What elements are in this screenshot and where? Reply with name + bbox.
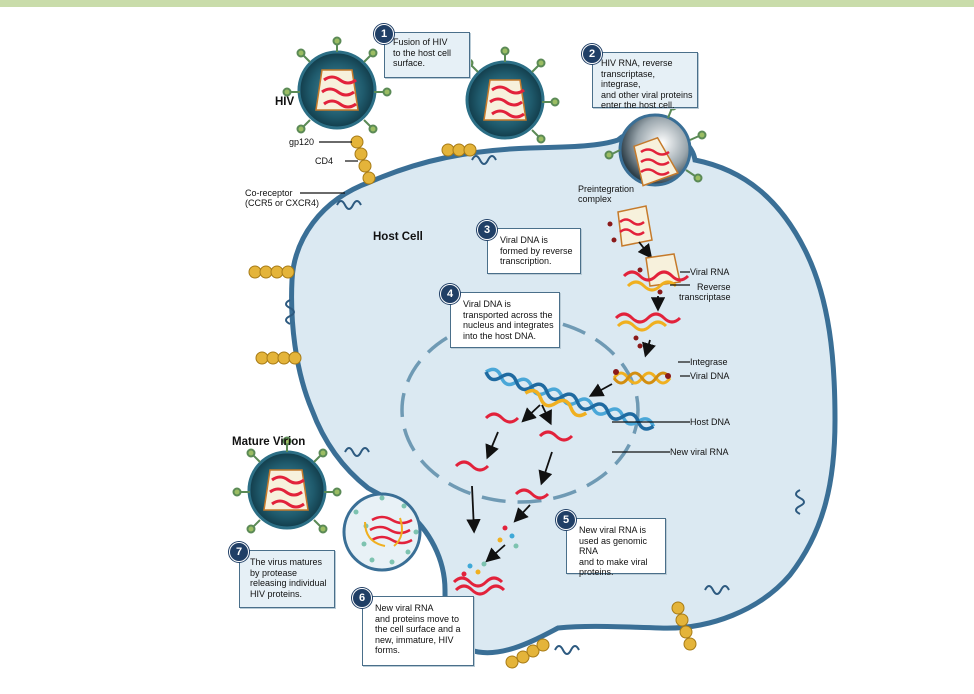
step-1-text: Fusion of HIV to the host cell surface. <box>393 37 452 68</box>
label-mature-virion: Mature Virion <box>232 436 306 448</box>
label-viral-dna: Viral DNA <box>690 371 730 381</box>
label-hiv: HIV <box>275 96 295 108</box>
step-2-text: HIV RNA, reverse transcriptase, integras… <box>601 58 693 110</box>
step-5-badge: 5 <box>556 510 576 530</box>
step-4-box: Viral DNA is transported across the nucl… <box>450 292 560 348</box>
step-3-box: Viral DNA is formed by reverse transcrip… <box>487 228 581 274</box>
step-6-badge: 6 <box>352 588 372 608</box>
label-host-dna: Host DNA <box>690 417 731 427</box>
step-3-badge: 3 <box>477 220 497 240</box>
step-5-box: New viral RNA is used as genomic RNA and… <box>566 518 666 577</box>
receptor-chain-left-1 <box>248 265 295 279</box>
viral-proteins <box>461 525 519 577</box>
hiv-virion-1 <box>282 36 392 185</box>
host-dna-helix <box>484 367 656 431</box>
arrow-1 <box>637 241 653 259</box>
nucleus-boundary <box>400 316 640 504</box>
new-viral-rna <box>452 412 574 596</box>
step-7-badge: 7 <box>229 542 249 562</box>
arrow-4 <box>588 383 613 397</box>
receptor-chain-bottom <box>505 638 550 669</box>
label-co-receptor: Co-receptor (CCR5 or CXCR4) <box>245 188 320 208</box>
budding-virion <box>342 492 422 572</box>
hiv-virion-2 <box>441 46 560 157</box>
partial-viral-dna <box>614 312 682 349</box>
step-7-text: The virus matures by protease releasing … <box>250 557 327 599</box>
label-gp120: gp120 <box>289 137 315 147</box>
step-4-text: Viral DNA is transported across the nucl… <box>463 299 554 341</box>
rna-arrows <box>466 404 553 563</box>
label-new-viral-rna: New viral RNA <box>670 447 729 457</box>
arrow-3 <box>642 339 656 358</box>
receptor-chain-bottom-right <box>671 601 697 651</box>
co-receptor-coils <box>285 155 805 655</box>
step-7-box: The virus matures by protease releasing … <box>239 550 335 608</box>
step-1-badge: 1 <box>374 24 394 44</box>
reverse-transcription <box>622 253 690 295</box>
receptor-chain-left-2 <box>255 351 302 365</box>
step-6-box: New viral RNA and proteins move to the c… <box>362 596 474 666</box>
viral-entry-bud <box>604 101 707 187</box>
step-6-text: New viral RNA and proteins move to the c… <box>375 603 461 655</box>
label-integrase: Integrase <box>690 357 728 367</box>
step-4-badge: 4 <box>440 284 460 304</box>
label-reverse-transcriptase: Reverse transcriptase <box>679 282 731 302</box>
step-2-badge: 2 <box>582 44 602 64</box>
step-3-text: Viral DNA is formed by reverse transcrip… <box>500 235 573 266</box>
host-cell-membrane <box>289 127 838 656</box>
mature-virion <box>232 436 342 534</box>
step-1-box: Fusion of HIV to the host cell surface. <box>384 32 470 78</box>
label-preintegration-complex: Preintegration complex <box>578 184 635 204</box>
step-2-box: HIV RNA, reverse transcriptase, integras… <box>592 52 698 110</box>
label-leader-lines <box>300 141 690 453</box>
label-viral-rna: Viral RNA <box>690 267 730 277</box>
top-accent-bar <box>0 0 974 7</box>
preintegration-complex <box>607 205 653 247</box>
step-5-text: New viral RNA is used as genomic RNA and… <box>579 525 648 577</box>
label-cd4: CD4 <box>315 156 334 166</box>
label-host-cell: Host Cell <box>373 231 423 243</box>
viral-dna-helix <box>612 369 672 385</box>
